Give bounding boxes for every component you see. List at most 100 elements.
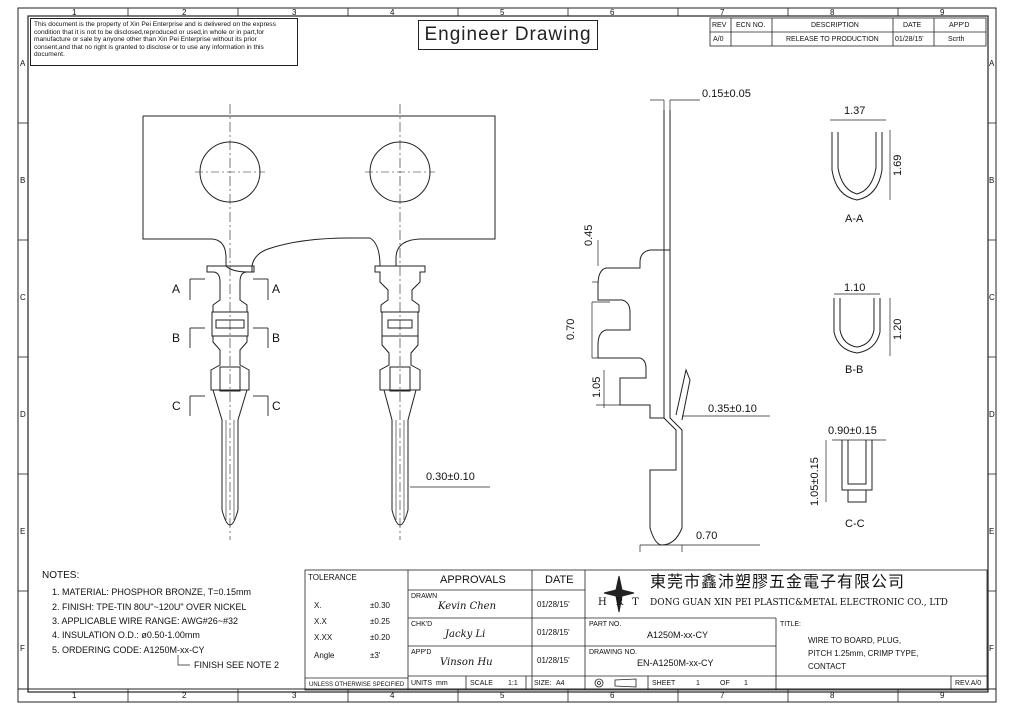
property-disclaimer: This document is the property of Xin Pei… [30,18,298,66]
zone-row-b-right: B [989,176,995,185]
tolerance-title: TOLERANCE [308,573,357,582]
approval-name-appd: Vinson Hu [440,657,493,668]
approval-name-chkd: Jacky Li [445,629,486,640]
zone-col-8-bottom: 8 [830,691,835,700]
company-name-cn: 東莞市鑫沛塑膠五金電子有限公司 [650,574,906,591]
company-logo-mark [603,575,635,613]
notes-title: NOTES: [42,570,80,581]
section-marker-a-left: A [172,282,181,296]
projection-symbol-icon [594,678,637,688]
section-a-a [830,119,891,201]
section-marker-c-right: C [272,399,281,413]
rev-header-ecn: ECN NO. [736,22,766,29]
zone-col-2: 2 [182,8,187,17]
zone-ticks [18,8,996,702]
dim-bb-height: 1.20 [892,318,904,340]
zone-col-1: 1 [72,8,77,17]
section-c-c [825,439,886,503]
sheet-of-label: OF [720,680,730,687]
approval-date-chkd: 01/28/15' [537,628,570,637]
note-5: 5. ORDERING CODE: A1250M-xx-CY [52,645,205,655]
scale-value: 1:1 [508,680,518,687]
rev-header-rev: REV [712,22,727,29]
section-marker-c-left: C [172,399,181,413]
zone-col-4-bottom: 4 [390,691,395,700]
zone-col-8: 8 [830,8,835,17]
approval-role-chkd: CHK'D [411,621,433,628]
rev-header-appd: APP'D [949,22,970,29]
rev-cell-description: RELEASE TO PRODUCTION [786,36,879,43]
zone-col-9: 9 [940,8,945,17]
approval-date-drawn: 01/28/15' [537,600,570,609]
dim-0-35: 0.35±0.10 [708,403,757,415]
zone-col-4: 4 [390,8,395,17]
revision-value: REV.A/0 [955,680,982,687]
rev-header-description: DESCRIPTION [811,22,859,29]
zone-col-6: 6 [610,8,615,17]
dim-cc-height: 1.05±0.15 [809,457,821,506]
section-b-b [833,293,891,356]
note-2: 2. FINISH: TPE-TIN 80U"~120U" OVER NICKE… [52,602,247,612]
zone-row-b: B [20,176,26,185]
dim-bb-width: 1.10 [844,282,866,294]
tolerance-label-angle: Angle [314,651,335,660]
dim-cc-width: 0.90±0.15 [828,425,877,437]
outer-frame [17,7,997,703]
tolerance-value-xxx: ±0.20 [370,633,390,642]
size-label: SIZE: [534,680,552,687]
tolerance-footer: UNLESS OTHERWISE SPECIFIED [309,682,405,688]
title-line-1: WIRE TO BOARD, PLUG, [808,636,902,645]
revision-table-grid [709,17,987,47]
part-no-value: A1250M-xx-CY [647,630,709,640]
approval-role-drawn: DRAWN [411,593,438,600]
drawing-no-label: DRAWING NO. [589,649,637,656]
note-finish-see-note-2: FINISH SEE NOTE 2 [194,660,280,670]
drawing-no-value: EN-A1250M-xx-CY [637,658,714,668]
zone-row-f: F [20,644,25,653]
zone-col-5: 5 [500,8,505,17]
sheet-value: 1 [696,680,700,687]
sheet-of-value: 1 [744,680,748,687]
approval-name-drawn: Kevin Chen [438,601,497,612]
inner-frame [27,15,989,693]
tolerance-value-xx: ±0.25 [370,617,390,626]
zone-row-c: C [20,293,26,302]
scale-label: SCALE [470,680,493,687]
side-profile-view [591,99,770,552]
section-label-a-a: A-A [845,213,864,225]
tolerance-label-x: X. [314,601,322,610]
company-name-en: DONG GUAN XIN PEI PLASTIC&METAL ELECTRON… [650,598,948,608]
zone-col-6-bottom: 6 [610,691,615,700]
tolerance-label-xxx: X.XX [314,633,333,642]
title-block-grid [304,569,988,691]
zone-row-d: D [20,410,26,419]
tolerance-value-x: ±0.30 [370,601,390,610]
dim-0-45: 0.45 [583,224,595,246]
rev-cell-date: 01/28/15' [895,36,924,43]
zone-row-e-right: E [989,527,995,536]
zone-col-1-bottom: 1 [72,691,77,700]
part-no-label: PART NO. [589,621,622,628]
zone-col-3-bottom: 3 [292,691,297,700]
zone-col-3: 3 [292,8,297,17]
size-value: A4 [556,680,565,687]
zone-col-7: 7 [720,8,725,17]
zone-col-9-bottom: 9 [940,691,945,700]
zone-col-2-bottom: 2 [182,691,187,700]
approvals-date-header: DATE [545,574,574,586]
tolerance-label-xx: X.X [314,617,327,626]
title-label: TITLE: [780,621,802,628]
dim-aa-height: 1.69 [892,154,904,176]
dim-0-70-tip: 0.70 [696,530,718,542]
dim-aa-width: 1.37 [844,105,866,117]
zone-col-5-bottom: 5 [500,691,505,700]
units-value: mm [436,680,448,687]
approval-role-appd: APP'D [411,649,432,656]
dim-thickness: 0.15±0.05 [702,88,751,100]
front-view [142,104,496,540]
note-4: 4. INSULATION O.D.: ø0.50-1.00mm [52,630,200,640]
approvals-header: APPROVALS [440,574,506,586]
sheet-label: SHEET [652,680,676,687]
